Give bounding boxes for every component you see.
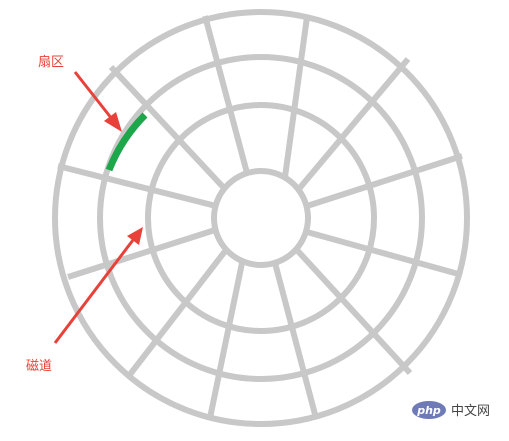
- sector-divider: [272, 262, 319, 419]
- sector-divider: [67, 227, 216, 280]
- watermark-badge-text: php: [416, 404, 441, 417]
- sector-arrow-head: [104, 112, 122, 132]
- track-arrow-head: [127, 227, 143, 245]
- sector-label: 扇区: [38, 54, 64, 70]
- track-ring-4: [52, 9, 470, 427]
- sector-divider: [282, 16, 310, 178]
- track-ring-3: [97, 54, 425, 382]
- watermark-text: 中文网: [451, 404, 490, 419]
- track-arrow-shaft: [53, 239, 135, 344]
- sector-divider: [202, 15, 250, 174]
- sector-dividers: [57, 15, 463, 419]
- sector-arrow: [73, 71, 122, 132]
- sector-divider: [306, 229, 463, 278]
- sector-divider: [207, 262, 245, 419]
- sector-divider: [125, 248, 229, 379]
- track-arrow: [53, 227, 143, 344]
- sector-divider: [295, 57, 411, 192]
- watermark-badge: [412, 401, 446, 419]
- track-label: 磁道: [26, 359, 52, 374]
- sector-divider: [293, 246, 413, 376]
- sector-divider: [306, 153, 463, 209]
- sector-divider: [57, 163, 217, 209]
- track-ring-2: [145, 102, 377, 334]
- track-ring-1: [211, 168, 311, 268]
- disk: [52, 9, 470, 427]
- sector-arrow-shaft: [73, 71, 114, 120]
- watermark: php 中文网: [412, 401, 490, 419]
- highlighted-sector-arc: [105, 112, 148, 172]
- sector-divider: [108, 64, 227, 191]
